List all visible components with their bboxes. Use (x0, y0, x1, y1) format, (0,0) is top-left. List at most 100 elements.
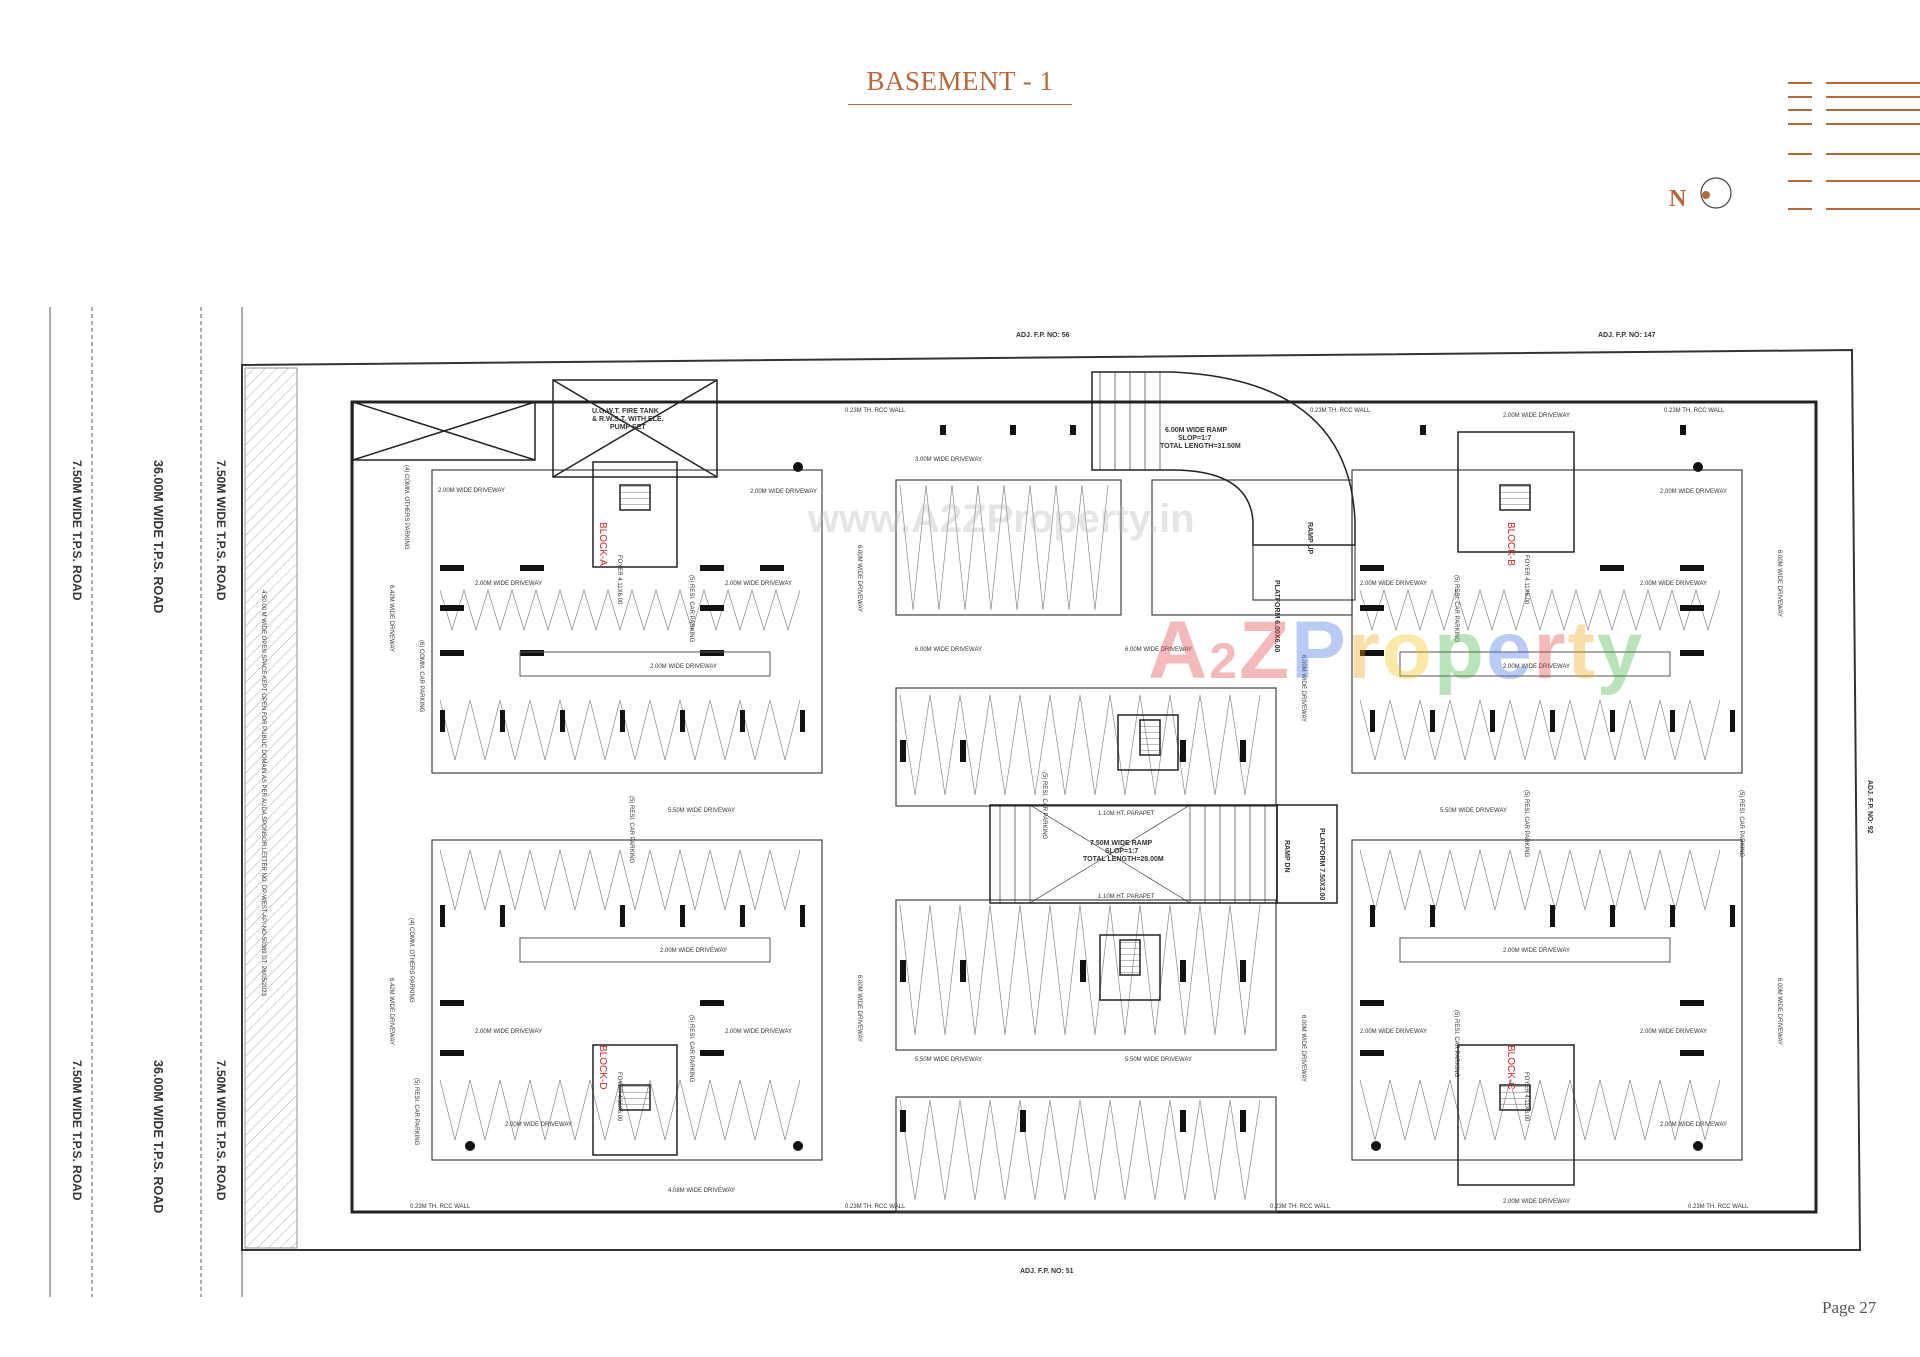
adj-top-left: ADJ. F.P. NO: 56 (1016, 332, 1070, 339)
parking-quadrants (431, 469, 1743, 1213)
driveway-center-600-right: 6.00M WIDE DRIVEWAY (1125, 647, 1192, 653)
driveway-d-bottom: 2.00M WIDE DRIVEWAY (505, 1122, 572, 1128)
ugwt-label-2: & R.W.S.T. WITH ELE. (592, 416, 664, 423)
driveway-c-base: 2.00M WIDE DRIVEWAY (1503, 1199, 1570, 1205)
rcc-wall-3: 0.23M TH. RCC WALL (1270, 1204, 1331, 1210)
ugwt-label: U.G.W.T. FIRE TANK (592, 408, 659, 415)
foyer-a: FOYER 4.11X6.00 (616, 555, 622, 605)
resi-parking-a: (5) RESI. CAR PARKING (628, 796, 634, 864)
open-space-strip (244, 367, 298, 1249)
driveway-center-vert-4: 6.00M WIDE DRIVEWAY (1300, 1015, 1306, 1082)
resi-parking-c: (5) RESI. CAR PARKING (1453, 1010, 1459, 1078)
road-label-outer-top: 7.50M WIDE T.P.S. ROAD (70, 460, 84, 601)
driveway-center-top: 3.00M WIDE DRIVEWAY (915, 457, 982, 463)
driveway-right-vert-1: 6.00M WIDE DRIVEWAY (1776, 550, 1782, 617)
logo-letter-p: P (1291, 605, 1348, 696)
block-a-label: BLOCK-A (597, 522, 608, 566)
rcc-wall-2: 0.23M TH. RCC WALL (845, 1204, 906, 1210)
logo-letter-p2: p (1433, 605, 1486, 696)
driveway-c-mid-left: 2.00M WIDE DRIVEWAY (1360, 1029, 1427, 1035)
rcc-wall-6: 0.23M TH. RCC WALL (1310, 408, 1371, 414)
page-number: Page 27 (1822, 1298, 1877, 1317)
rcc-wall-4: 0.23M TH. RCC WALL (1688, 1204, 1749, 1210)
north-compass-icon (1700, 177, 1732, 209)
watermark-url: www.A2ZProperty.in (808, 497, 1195, 541)
ramp-mid-length: TOTAL LENGTH=28.00M (1083, 856, 1164, 863)
adj-bottom: ADJ. F.P. NO: 51 (1020, 1268, 1074, 1275)
title-underline (848, 104, 1072, 105)
driveway-b-top: 2.00M WIDE DRIVEWAY (1503, 413, 1570, 419)
core-blocks (352, 379, 1575, 1186)
driveway-center-vert-2: 6.00M WIDE DRIVEWAY (1300, 655, 1306, 722)
rcc-wall-1: 0.23M TH. RCC WALL (410, 1204, 471, 1210)
driveway-d-mid-right: 2.00M WIDE DRIVEWAY (725, 1029, 792, 1035)
logo-letter-r2: r (1533, 605, 1568, 696)
logo-letter-a: A (1148, 605, 1210, 696)
driveway-d-mid-left: 2.00M WIDE DRIVEWAY (475, 1029, 542, 1035)
foyer-b: FOYER 4.11X6.00 (1523, 555, 1529, 605)
logo-letter-e: e (1485, 605, 1534, 696)
logo-letter-r: r (1347, 605, 1382, 696)
rcc-wall-5: 0.23M TH. RCC WALL (845, 408, 906, 414)
driveway-b-mid-left: 2.00M WIDE DRIVEWAY (1360, 581, 1427, 587)
driveway-d-band: 2.00M WIDE DRIVEWAY (660, 948, 727, 954)
comm-parking-a: (6) COMM. CAR PARKING (418, 640, 424, 713)
resi-parking-d: (5) RESI. CAR PARKING (413, 1078, 419, 1146)
block-d-label: BLOCK-D (597, 1045, 608, 1089)
driveway-center-550-left: 5.50M WIDE DRIVEWAY (915, 1057, 982, 1063)
driveway-b-band: 2.00M WIDE DRIVEWAY (1503, 664, 1570, 670)
driveway-a-top: 2.00M WIDE DRIVEWAY (438, 488, 505, 494)
driveway-a-mid-left: 2.00M WIDE DRIVEWAY (475, 581, 542, 587)
margin-note: 4.50.00 M WIDE OPEN SPACE KEPT OPEN FOR … (260, 590, 266, 997)
driveway-center-vert-1: 6.00M WIDE DRIVEWAY (856, 545, 862, 612)
road-label-mid-top: 36.00M WIDE T.P.S. ROAD (151, 460, 165, 614)
driveway-550-left: 5.50M WIDE DRIVEWAY (668, 808, 735, 814)
resi-parking-b2: (5) RESI. CAR PARKING (1738, 790, 1744, 858)
platform-mid: PLATFORM 7.50X3.00 (1318, 828, 1325, 900)
ramp-up-label: RAMP UP (1306, 522, 1313, 554)
driveway-a-band: 2.00M WIDE DRIVEWAY (650, 664, 717, 670)
central-ramp (989, 804, 1338, 904)
parking-stalls (439, 484, 1721, 1201)
rcc-wall-7: 0.23M TH. RCC WALL (1664, 408, 1725, 414)
ramp-top-slope: SLOP=1:7 (1178, 435, 1211, 442)
block-c-label: BLOCK-C (1505, 1045, 1516, 1089)
structural-columns (440, 425, 1735, 1151)
logo-letter-2: 2 (1209, 633, 1240, 689)
ramp-mid-label: 7.50M WIDE RAMP (1090, 840, 1153, 847)
title-block-lines (1788, 82, 1920, 210)
driveway-left-vert-2: 6.42M WIDE DRIVEWAY (388, 978, 394, 1045)
driveway-c-mid-right: 2.00M WIDE DRIVEWAY (1640, 1029, 1707, 1035)
road-label-outer-bottom: 7.50M WIDE T.P.S. ROAD (70, 1060, 84, 1201)
logo-letter-y: y (1596, 605, 1645, 696)
foyer-c: FOYER 4.11X6.00 (1523, 1072, 1529, 1122)
resi-parking-b: (5) RESI. CAR PARKING (1523, 790, 1529, 858)
driveway-b-mid-right: 2.00M WIDE DRIVEWAY (1640, 581, 1707, 587)
driveway-bands (519, 651, 1671, 963)
resi-parking-a2: (5) RESI. CAR PARKING (688, 575, 694, 643)
road-label-inner-bottom: 7.50M WIDE T.P.S. ROAD (214, 1060, 228, 1201)
others-parking-a: (4) COMM. OTHERS PARKING (403, 465, 409, 550)
adj-right: ADJ. F.P. NO: 92 (1866, 780, 1873, 834)
ramp-top-label: 6.00M WIDE RAMP (1165, 427, 1228, 434)
driveway-c-band: 2.00M WIDE DRIVEWAY (1503, 948, 1570, 954)
parapet-label-top: 1.10M HT. PARAPET (1098, 811, 1155, 817)
driveway-left-vert-1: 6.42M WIDE DRIVEWAY (388, 585, 394, 652)
north-label: N (1669, 186, 1687, 212)
road-label-inner-top: 7.50M WIDE T.P.S. ROAD (214, 460, 228, 601)
driveway-center-vert-3: 6.00M WIDE DRIVEWAY (856, 975, 862, 1042)
page-title: BASEMENT - 1 (866, 66, 1054, 96)
logo-letter-z: Z (1239, 605, 1292, 696)
resi-parking-d2: (5) RESI. CAR PARKING (688, 1015, 694, 1083)
driveway-b-right: 2.00M WIDE DRIVEWAY (1660, 489, 1727, 495)
driveway-a-right: 2.00M WIDE DRIVEWAY (750, 489, 817, 495)
driveway-a-mid-right: 2.00M WIDE DRIVEWAY (725, 581, 792, 587)
driveway-right-vert-2: 6.00M WIDE DRIVEWAY (1776, 978, 1782, 1045)
ramp-dn-label: RAMP DN (1283, 840, 1290, 873)
site-boundary (241, 348, 1862, 1251)
driveway-550-right: 5.50M WIDE DRIVEWAY (1440, 808, 1507, 814)
parapet-label-bottom: 1.10M HT. PARAPET (1098, 894, 1155, 900)
driveway-408: 4.08M WIDE DRIVEWAY (668, 1188, 735, 1194)
block-b-label: BLOCK-B (1505, 522, 1516, 566)
